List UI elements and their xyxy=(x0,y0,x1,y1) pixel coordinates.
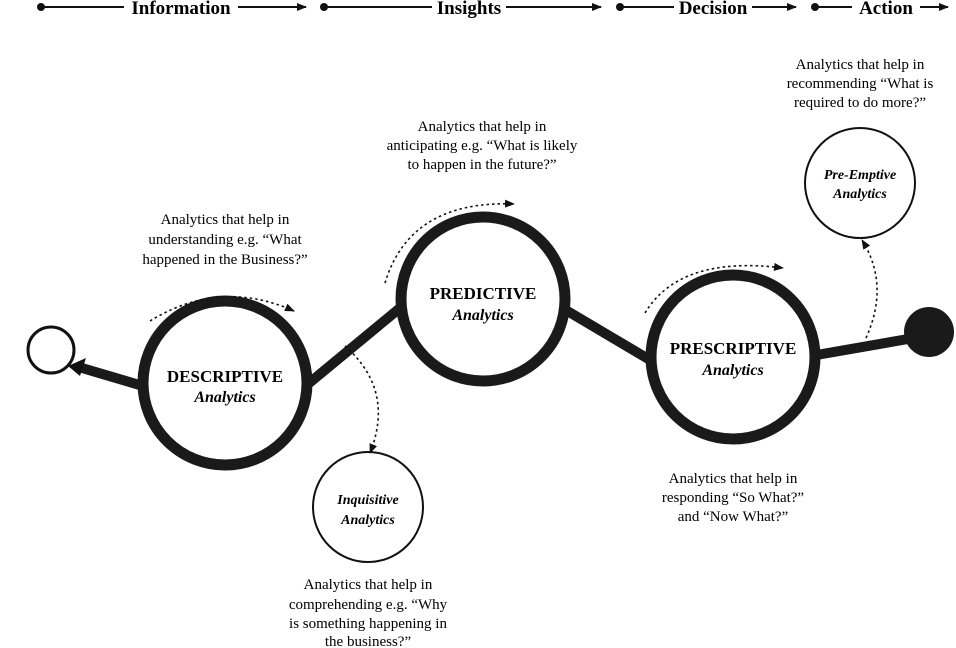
preemptive-arrow xyxy=(861,239,878,339)
inquisitive-description: Analytics that help in comprehending e.g… xyxy=(289,577,448,648)
prescriptive-description: Analytics that help in responding “So Wh… xyxy=(662,471,804,525)
descriptive-subtitle: Analytics xyxy=(193,389,255,406)
preemptive-circle xyxy=(804,127,916,239)
descriptive-description: Analytics that help in understanding e.g… xyxy=(142,212,307,268)
end-node xyxy=(904,307,954,357)
preemptive-description: Analytics that help in recommending “Wha… xyxy=(787,57,934,111)
path-connectors xyxy=(77,303,913,391)
prescriptive-subtitle: Analytics xyxy=(701,362,763,379)
stage-label-information: Information xyxy=(131,0,231,19)
description-line: Analytics that help in xyxy=(304,577,433,593)
description-line: Analytics that help in xyxy=(418,119,547,135)
description-line: understanding e.g. “What xyxy=(148,232,302,248)
stage-label-action: Action xyxy=(859,0,913,19)
predictive-description: Analytics that help in anticipating e.g.… xyxy=(387,119,578,173)
prescriptive-arrow xyxy=(644,262,784,314)
descriptive-arrow xyxy=(149,295,295,322)
description-line: is something happening in xyxy=(289,616,447,632)
description-line: Analytics that help in xyxy=(669,471,798,487)
stage-timeline: Information Insights Decision Action xyxy=(37,0,949,19)
description-line: Analytics that help in xyxy=(161,212,290,228)
description-line: Analytics that help in xyxy=(796,57,925,73)
dashed-arrows xyxy=(149,199,878,454)
predictive-subtitle: Analytics xyxy=(451,307,513,324)
inquisitive-circle xyxy=(312,451,424,563)
description-line: responding “So What?” xyxy=(662,490,804,506)
preemptive-line2: Analytics xyxy=(832,187,887,202)
stage-information: Information xyxy=(37,0,307,19)
descriptive-circle xyxy=(137,295,313,471)
inquisitive-line2: Analytics xyxy=(340,513,395,528)
description-line: comprehending e.g. “Why xyxy=(289,597,448,613)
description-line: happened in the Business?” xyxy=(142,252,307,268)
description-line: and “Now What?” xyxy=(678,509,789,525)
inquisitive-arrow xyxy=(344,345,380,454)
description-line: to happen in the future?” xyxy=(407,157,556,173)
prescriptive-circle xyxy=(645,269,821,445)
stage-insights: Insights xyxy=(320,0,602,19)
prescriptive-title: PRESCRIPTIVE xyxy=(670,339,797,358)
description-line: required to do more?” xyxy=(794,95,926,111)
stage-label-decision: Decision xyxy=(679,0,748,19)
description-line: recommending “What is xyxy=(787,76,934,92)
description-line: anticipating e.g. “What is likely xyxy=(387,138,578,154)
stage-label-insights: Insights xyxy=(437,0,501,19)
predictive-arrow xyxy=(384,199,515,284)
start-node xyxy=(26,325,86,376)
description-line: the business?” xyxy=(325,634,411,648)
stage-action: Action xyxy=(811,0,949,19)
preemptive-line1: Pre-Emptive xyxy=(824,168,896,183)
stage-decision: Decision xyxy=(616,0,797,19)
predictive-circle xyxy=(395,211,571,387)
inquisitive-line1: Inquisitive xyxy=(336,493,398,508)
start-pointer-icon xyxy=(68,358,86,376)
predictive-title: PREDICTIVE xyxy=(430,284,537,303)
descriptive-title: DESCRIPTIVE xyxy=(167,367,283,386)
